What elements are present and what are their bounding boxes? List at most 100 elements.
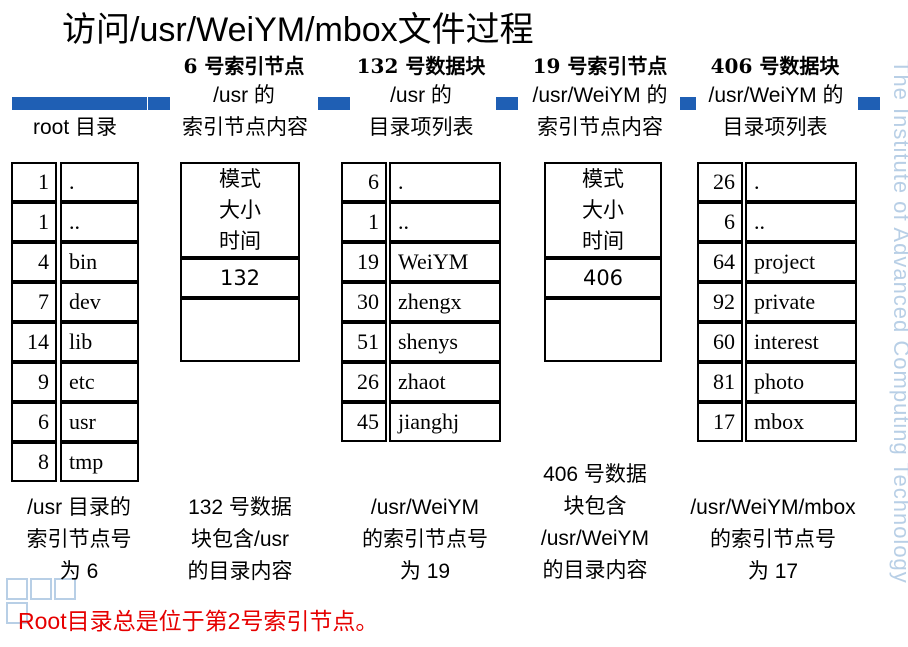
connector-bar (12, 97, 147, 110)
subheader-line1: /usr 的 (390, 84, 452, 107)
footer-line: /usr/WeiYM (540, 527, 650, 550)
inode-number: 1 (11, 202, 57, 242)
block-pointer: 132 (180, 258, 300, 298)
slide-title: 访问/usr/WeiYM/mbox文件过程 (62, 11, 534, 49)
empty-pointer (544, 298, 662, 362)
entry-name: bin (60, 242, 139, 282)
header-inode6: 6 号索引节点 (183, 54, 305, 78)
entry-name: . (745, 162, 857, 202)
inode-number: 30 (341, 282, 387, 322)
empty-pointer (180, 298, 300, 362)
inode-number: 51 (341, 322, 387, 362)
inode-number: 7 (11, 282, 57, 322)
entry-name: jianghj (389, 402, 501, 442)
footer-line: /usr/WeiYM/mbox (690, 496, 856, 519)
inode-number: 17 (697, 402, 743, 442)
inode-number: 1 (11, 162, 57, 202)
entry-name: usr (60, 402, 139, 442)
entry-name: .. (745, 202, 857, 242)
connector-bar (680, 97, 696, 110)
inode-number: 14 (11, 322, 57, 362)
entry-name: mbox (745, 402, 857, 442)
deco-square (6, 602, 28, 624)
time-label: 时间 (582, 229, 624, 253)
inode-number: 1 (341, 202, 387, 242)
inode-number: 6 (11, 402, 57, 442)
inode-number: 45 (341, 402, 387, 442)
mode-label: 模式 (582, 167, 624, 191)
inode-number: 9 (11, 362, 57, 402)
time-label: 时间 (219, 229, 261, 253)
entry-name: interest (745, 322, 857, 362)
inode-number: 26 (341, 362, 387, 402)
entry-name: zhengx (389, 282, 501, 322)
connector-bar (858, 97, 880, 110)
entry-name: lib (60, 322, 139, 362)
size-label: 大小 (219, 198, 261, 222)
inode-number: 64 (697, 242, 743, 282)
footer-line: 索引节点号 (26, 528, 132, 551)
inode-number: 4 (11, 242, 57, 282)
entry-name: WeiYM (389, 242, 501, 282)
subheader-line1: /usr/WeiYM 的 (708, 84, 844, 107)
root-inode-note: Root目录总是位于第2号索引节点。 (18, 608, 379, 634)
inode-number: 6 (341, 162, 387, 202)
footer-line: 为 19 (399, 560, 451, 583)
inode-number: 92 (697, 282, 743, 322)
deco-square (30, 578, 52, 600)
entry-name: zhaot (389, 362, 501, 402)
subheader-line2: 索引节点内容 (537, 116, 663, 139)
footer-line: 406 号数据 (543, 463, 647, 486)
inode-number: 60 (697, 322, 743, 362)
inode-number: 19 (341, 242, 387, 282)
block-pointer: 406 (544, 258, 662, 298)
header-inode19: 19 号索引节点 (532, 54, 668, 78)
footer-line: 块包含 (563, 495, 627, 518)
subheader-line2: 索引节点内容 (182, 116, 308, 139)
inode-attributes: 模式 大小 时间 (180, 162, 300, 258)
inode-number: 26 (697, 162, 743, 202)
inode-attributes: 模式 大小 时间 (544, 162, 662, 258)
footer-line: 为 6 (59, 560, 99, 583)
footer-line: 的目录内容 (187, 560, 293, 583)
entry-name: etc (60, 362, 139, 402)
footer-block406: /usr/WeiYM/mbox 的索引节点号 为 17 (672, 492, 874, 588)
inode-number: 6 (697, 202, 743, 242)
footer-line: 的索引节点号 (362, 528, 488, 551)
inode-number: 8 (11, 442, 57, 482)
entry-name: project (745, 242, 857, 282)
footer-line: /usr 目录的 (27, 496, 131, 519)
footer-block132: /usr/WeiYM 的索引节点号 为 19 (340, 492, 510, 588)
footer-root: /usr 目录的 索引节点号 为 6 (4, 492, 154, 588)
entry-name: .. (60, 202, 139, 242)
footer-line: 的索引节点号 (710, 528, 836, 551)
entry-name: .. (389, 202, 501, 242)
entry-name: . (60, 162, 139, 202)
connector-bar (496, 97, 518, 110)
header-block132: 132 号数据块 (356, 54, 486, 78)
size-label: 大小 (582, 198, 624, 222)
mode-label: 模式 (219, 167, 261, 191)
entry-name: dev (60, 282, 139, 322)
footer-inode19: 406 号数据 块包含 /usr/WeiYM 的目录内容 (515, 459, 675, 587)
entry-name: shenys (389, 322, 501, 362)
connector-bar (148, 97, 170, 110)
footer-line: 132 号数据 (188, 496, 292, 519)
subheader-root: root 目录 (32, 116, 118, 139)
subheader-line2: 目录项列表 (722, 116, 828, 139)
deco-square (6, 578, 28, 600)
deco-square (54, 578, 76, 600)
subheader-line2: 目录项列表 (368, 116, 474, 139)
footer-line: /usr/WeiYM (370, 496, 480, 519)
entry-name: . (389, 162, 501, 202)
entry-name: private (745, 282, 857, 322)
inode-number: 81 (697, 362, 743, 402)
footer-line: 块包含/usr (190, 528, 289, 551)
entry-name: photo (745, 362, 857, 402)
header-block406: 406 号数据块 (710, 54, 840, 78)
connector-bar (318, 97, 350, 110)
institute-watermark: The Institute of Advanced Computing Tech… (889, 60, 908, 584)
footer-line: 的目录内容 (542, 559, 648, 582)
footer-line: 为 17 (747, 560, 799, 583)
subheader-line1: /usr 的 (213, 84, 275, 107)
